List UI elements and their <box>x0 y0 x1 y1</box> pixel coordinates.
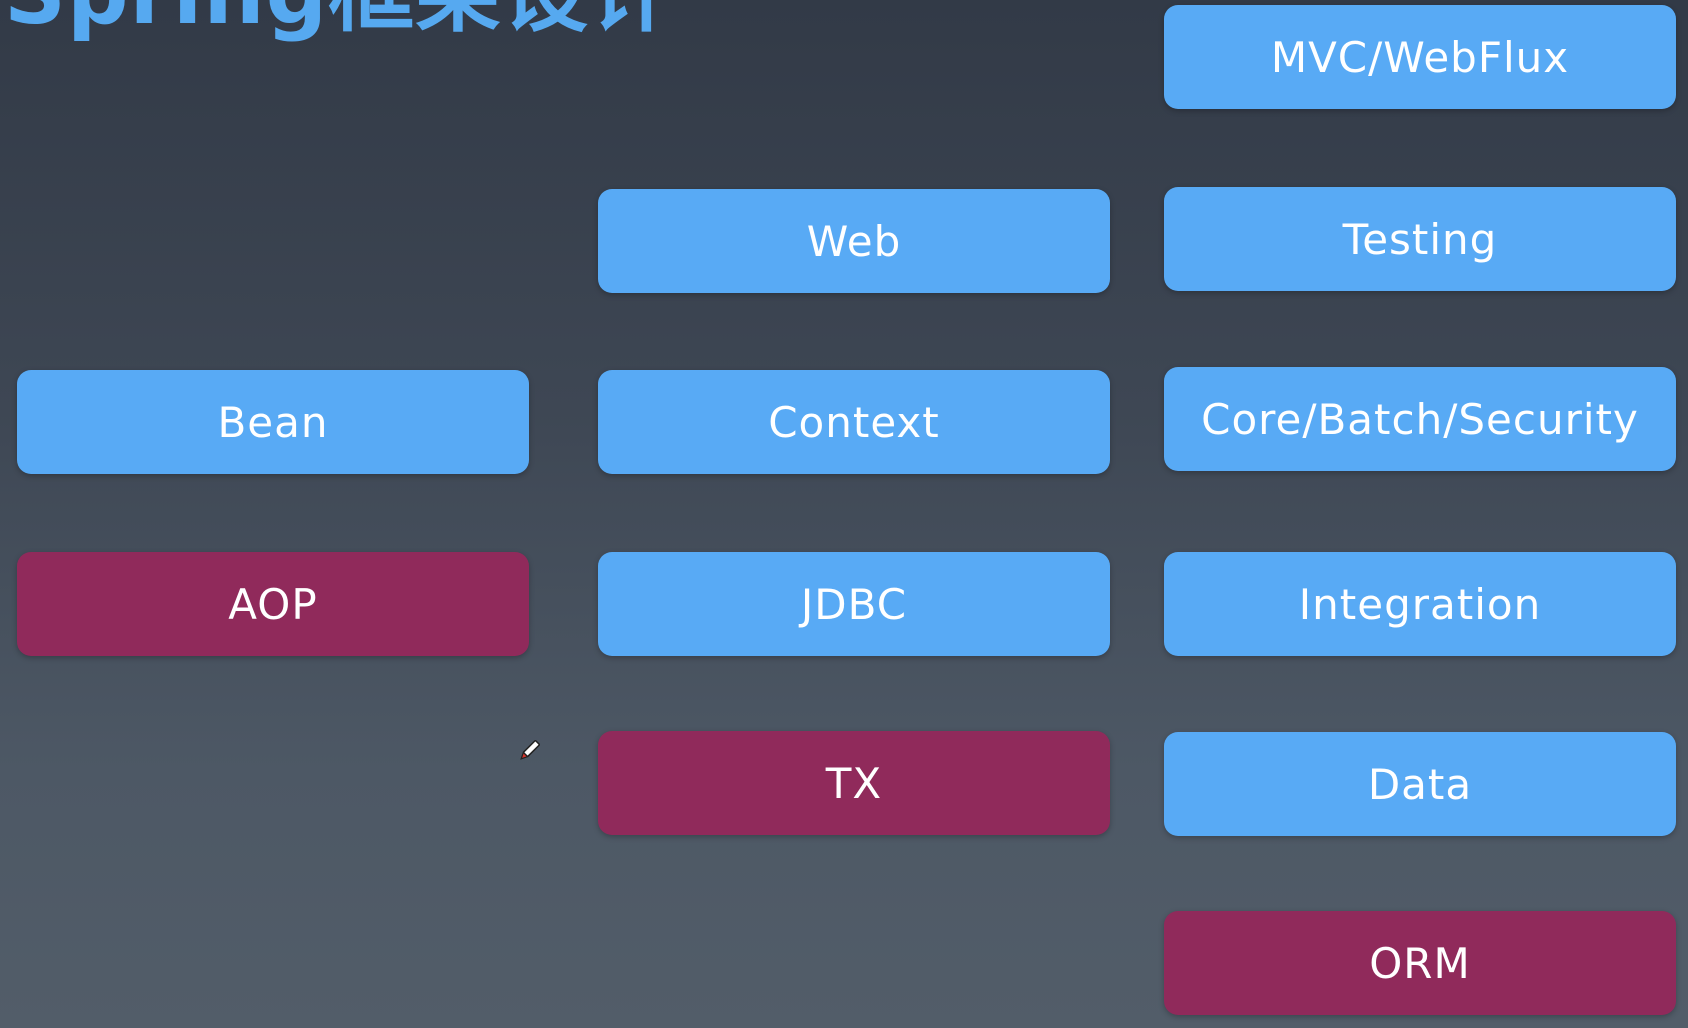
module-core-batch-security: Core/Batch/Security <box>1164 367 1676 471</box>
slide-title: Spring框架设计 <box>4 0 676 44</box>
module-jdbc: JDBC <box>598 552 1110 656</box>
module-orm: ORM <box>1164 911 1676 1015</box>
module-data: Data <box>1164 732 1676 836</box>
module-tx: TX <box>598 731 1110 835</box>
module-bean: Bean <box>17 370 529 474</box>
pen-cursor-icon <box>516 738 542 764</box>
module-integration: Integration <box>1164 552 1676 656</box>
module-aop: AOP <box>17 552 529 656</box>
module-context: Context <box>598 370 1110 474</box>
module-mvc-webflux: MVC/WebFlux <box>1164 5 1676 109</box>
module-web: Web <box>598 189 1110 293</box>
module-testing: Testing <box>1164 187 1676 291</box>
